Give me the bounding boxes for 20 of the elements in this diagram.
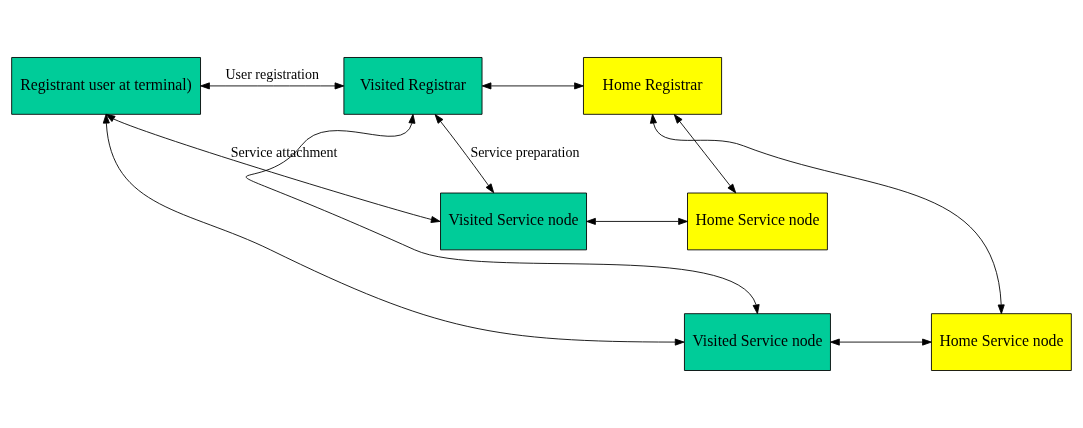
node-box: Registrant user at terminal) <box>11 57 201 115</box>
arrow <box>673 114 737 194</box>
arrow <box>434 114 495 194</box>
arrow <box>586 217 688 225</box>
edge-label: Service preparation <box>470 144 580 160</box>
arrow <box>481 82 584 90</box>
node-box: Home Registrar <box>583 57 723 115</box>
node-box: Home Service node <box>931 313 1072 371</box>
edge-label: User registration <box>225 66 319 82</box>
arrow <box>105 113 441 223</box>
node-box: Visited Service node <box>440 192 587 251</box>
arrow <box>102 113 685 346</box>
node-box: Home Service node <box>687 192 828 251</box>
arrow <box>200 82 345 90</box>
arrow <box>830 338 932 346</box>
arrow <box>245 113 760 315</box>
arrow <box>649 113 1005 315</box>
edge-label: Service attachment <box>230 144 338 160</box>
node-box: Visited Registrar <box>343 57 483 115</box>
node-box: Visited Service node <box>684 313 831 371</box>
